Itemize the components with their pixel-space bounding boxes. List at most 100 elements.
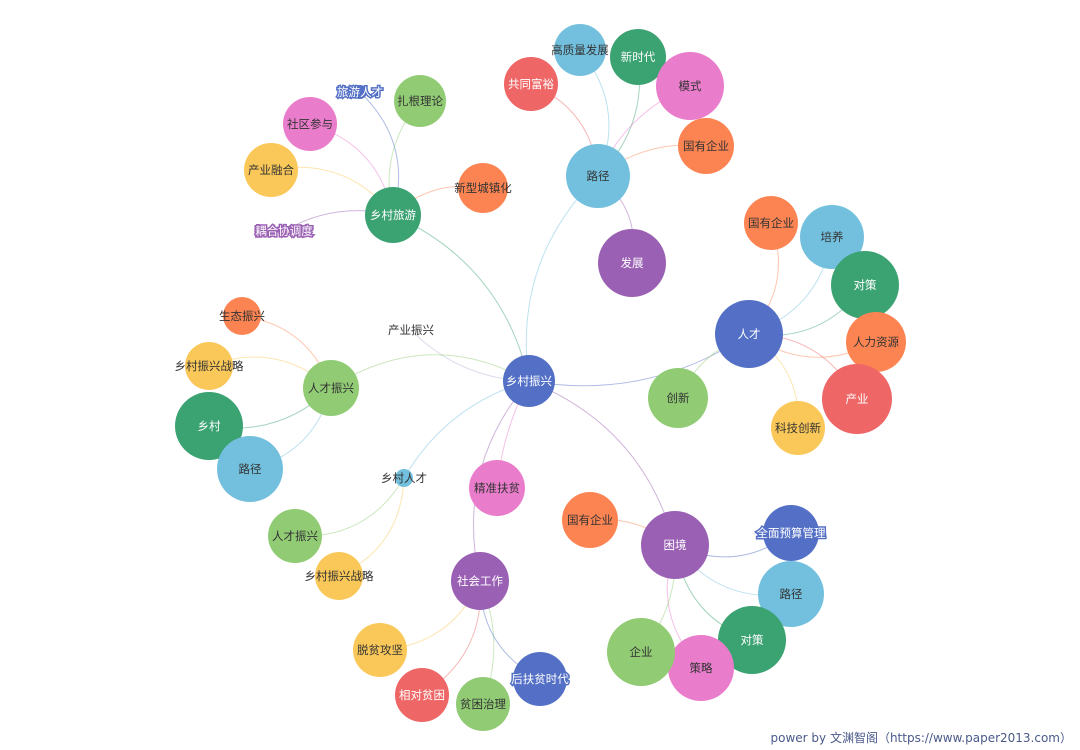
node-circle-xcly[interactable]: [365, 187, 421, 243]
node-circle-cy[interactable]: [822, 364, 892, 434]
node-circle-xcrc[interactable]: [395, 469, 413, 487]
node-label-qmysgl: 全面预算管理: [757, 526, 826, 540]
node-label-gyqy3: 国有企业: [567, 513, 613, 527]
node-gyqy2[interactable]: 国有企业: [744, 196, 798, 250]
node-circle-cyrh[interactable]: [244, 143, 298, 197]
node-circle-stzx[interactable]: [223, 297, 261, 335]
node-circle-xczxzl2[interactable]: [315, 552, 363, 600]
node-circle-kj[interactable]: [641, 511, 709, 579]
node-label-rczx2: 人才振兴: [272, 529, 318, 543]
node-cx[interactable]: 创新: [648, 368, 708, 428]
node-kj[interactable]: 困境: [641, 511, 709, 579]
node-lyrc[interactable]: 旅游人才: [336, 84, 385, 101]
node-label-cyzx: 产业振兴: [388, 323, 434, 337]
node-circle-gzl[interactable]: [554, 24, 606, 76]
node-sqcy[interactable]: 社区参与: [283, 97, 337, 151]
node-shgz[interactable]: 社会工作: [451, 552, 509, 610]
node-circle-hfpsd[interactable]: [513, 652, 567, 706]
node-xxczh[interactable]: 新型城镇化: [454, 163, 512, 213]
node-rczx2[interactable]: 人才振兴: [268, 509, 322, 563]
node-lj1[interactable]: 路径: [566, 144, 630, 208]
node-xcrc[interactable]: 乡村人才: [381, 469, 427, 487]
node-xsd[interactable]: 新时代: [610, 29, 666, 85]
node-circle-py[interactable]: [800, 205, 864, 269]
node-circle-xxczh[interactable]: [458, 163, 508, 213]
node-circle-lyrc[interactable]: [353, 85, 367, 99]
node-circle-lj1[interactable]: [566, 144, 630, 208]
node-circle-lj2[interactable]: [217, 436, 283, 502]
node-gyqy3[interactable]: 国有企业: [562, 492, 618, 548]
node-circle-ohxtd[interactable]: [278, 225, 290, 237]
node-qmysgl[interactable]: 全面预算管理: [755, 505, 827, 561]
node-py[interactable]: 培养: [800, 205, 864, 269]
node-circle-pkzl[interactable]: [456, 677, 510, 731]
node-circle-ql[interactable]: [668, 635, 734, 701]
node-rc[interactable]: 人才: [715, 300, 783, 368]
node-circle-xdpk[interactable]: [395, 668, 449, 722]
node-kjcx[interactable]: 科技创新: [771, 401, 825, 455]
node-circle-gtfy[interactable]: [504, 57, 558, 111]
node-circle-sqcy[interactable]: [283, 97, 337, 151]
node-gzl[interactable]: 高质量发展: [551, 24, 609, 76]
node-stzx[interactable]: 生态振兴: [219, 297, 265, 335]
node-jzfp[interactable]: 精准扶贫: [469, 460, 525, 516]
node-zgll[interactable]: 扎根理论: [394, 75, 446, 127]
node-dc1[interactable]: 对策: [831, 251, 899, 319]
node-rczx1[interactable]: 人才振兴: [303, 360, 359, 416]
node-circle-rczx1[interactable]: [303, 360, 359, 416]
node-circle-qy[interactable]: [607, 618, 675, 686]
node-circle-xsd[interactable]: [610, 29, 666, 85]
node-circle-shgz[interactable]: [451, 552, 509, 610]
node-dc2[interactable]: 对策: [718, 606, 786, 674]
node-circle-zgll[interactable]: [394, 75, 446, 127]
node-label-dc2: 对策: [741, 633, 764, 647]
node-cyzx[interactable]: 产业振兴: [388, 323, 434, 337]
node-circle-ms[interactable]: [656, 52, 724, 120]
node-circle-gyqy2[interactable]: [744, 196, 798, 250]
node-xcly[interactable]: 乡村旅游: [365, 187, 421, 243]
node-gtfy[interactable]: 共同富裕: [504, 57, 558, 111]
node-lj2[interactable]: 路径: [217, 436, 283, 502]
node-label-cx: 创新: [667, 391, 690, 405]
node-circle-rc[interactable]: [715, 300, 783, 368]
edge-root-rczx1: [330, 354, 530, 389]
node-circle-xczxzl1[interactable]: [185, 342, 233, 390]
node-cyrh[interactable]: 产业融合: [244, 143, 298, 197]
node-label-kjcx: 科技创新: [775, 421, 821, 435]
node-circle-dc2[interactable]: [718, 606, 786, 674]
node-xc[interactable]: 乡村: [175, 392, 243, 460]
node-root[interactable]: 乡村振兴: [503, 355, 555, 407]
node-circle-rczx2[interactable]: [268, 509, 322, 563]
node-xczxzl1[interactable]: 乡村振兴战略: [175, 342, 244, 390]
node-ms[interactable]: 模式: [656, 52, 724, 120]
node-circle-gyqy1[interactable]: [678, 118, 734, 174]
node-hfpsd[interactable]: 后扶贫时代: [510, 652, 571, 706]
node-gyqy1[interactable]: 国有企业: [678, 118, 734, 174]
node-rlzy[interactable]: 人力资源: [846, 312, 906, 372]
node-tpgj[interactable]: 脱贫攻坚: [353, 623, 407, 677]
node-cy[interactable]: 产业: [822, 364, 892, 434]
node-circle-root[interactable]: [503, 355, 555, 407]
node-circle-xc[interactable]: [175, 392, 243, 460]
node-qy[interactable]: 企业: [607, 618, 675, 686]
node-circle-fz[interactable]: [598, 229, 666, 297]
node-circle-dc1[interactable]: [831, 251, 899, 319]
node-ql[interactable]: 策略: [668, 635, 734, 701]
node-lj3[interactable]: 路径: [758, 561, 824, 627]
node-circle-gyqy3[interactable]: [562, 492, 618, 548]
node-circle-tpgj[interactable]: [353, 623, 407, 677]
node-ohxtd[interactable]: 耦合协调度: [254, 223, 315, 240]
node-label-lj2: 路径: [239, 462, 262, 476]
node-circle-cx[interactable]: [648, 368, 708, 428]
node-circle-kjcx[interactable]: [771, 401, 825, 455]
node-circle-jzfp[interactable]: [469, 460, 525, 516]
node-circle-lj3[interactable]: [758, 561, 824, 627]
node-xczxzl2[interactable]: 乡村振兴战略: [305, 552, 374, 600]
credit-text: power by 文渊智阁（https://www.paper2013.com）: [770, 731, 1073, 745]
node-fz[interactable]: 发展: [598, 229, 666, 297]
node-pkzl[interactable]: 贫困治理: [456, 677, 510, 731]
node-circle-qmysgl[interactable]: [763, 505, 819, 561]
node-xdpk[interactable]: 相对贫困: [395, 668, 449, 722]
node-circle-rlzy[interactable]: [846, 312, 906, 372]
